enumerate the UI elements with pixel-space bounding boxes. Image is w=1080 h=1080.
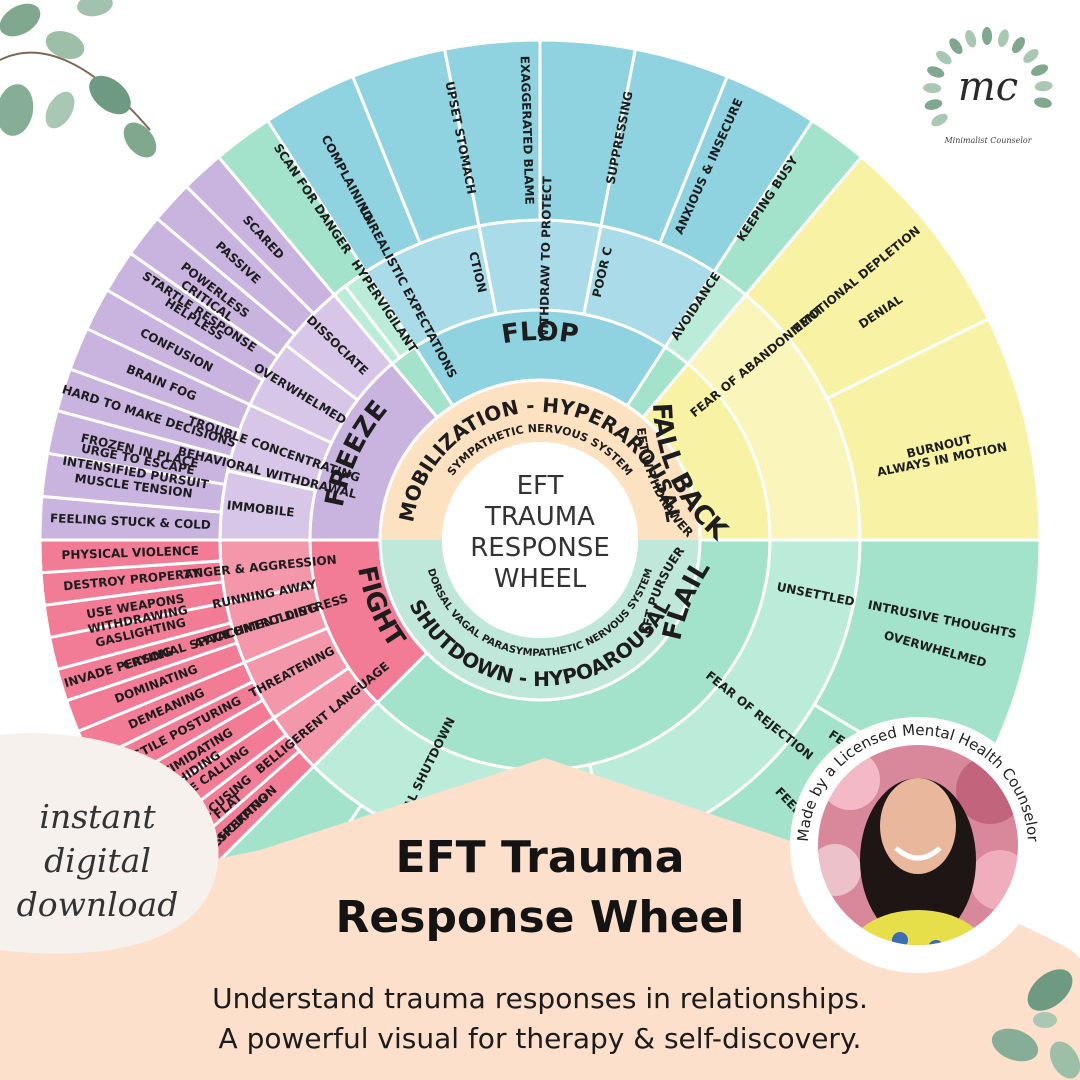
badge-line-1: instant [39, 797, 156, 836]
leaf-icon [998, 29, 1009, 47]
leaf-icon [1012, 37, 1025, 54]
flail-level3-label: EXAGGERATED BLAME [518, 56, 537, 205]
badge-line-3: download [16, 885, 179, 924]
center-title-line: WHEEL [494, 564, 587, 594]
center-title-line: EFT [517, 471, 564, 501]
leaf-icon [1027, 969, 1073, 1011]
leaf-icon [89, 75, 131, 115]
fight-level3-label: PHYSICAL VIOLENCE [61, 544, 199, 562]
fight-level3-segment [38, 538, 223, 575]
leaf-icon [123, 122, 157, 158]
leaf-icon [931, 113, 948, 127]
leaf-icon [77, 0, 113, 17]
leaf-icon [1031, 64, 1049, 76]
banner-title-line-1: EFT Trauma [395, 832, 685, 883]
leaf-icon [0, 84, 34, 136]
freeze-level3-segment [184, 154, 337, 316]
banner-title-line-2: Response Wheel [335, 892, 745, 943]
leaf-icon [1034, 81, 1053, 92]
leaf-icon [949, 38, 963, 55]
leaf-icon [965, 30, 977, 48]
logo-monogram: mc [958, 64, 1018, 110]
leaf-icon [45, 91, 75, 129]
leaf-icon [0, 3, 41, 37]
center-circle [442, 442, 638, 638]
leaf-icon [923, 83, 942, 94]
center-title-line: RESPONSE [470, 533, 610, 563]
instant-download-badge: instant digital download [10, 795, 185, 927]
leaf-icon [1049, 1041, 1080, 1079]
leaf-icon [1034, 97, 1052, 108]
logo-tagline: Minimalist Counselor [943, 136, 1032, 145]
leaf-icon [1033, 1012, 1057, 1028]
counselor-portrait: Made by a Licensed Mental Health Counsel… [790, 717, 1046, 973]
freeze-level3-label: FEELING STUCK & COLD [50, 511, 211, 532]
flop-level3-segment [657, 74, 815, 274]
eucalyptus-leaves-top-left [0, 0, 157, 158]
leaf-icon [991, 1028, 1039, 1062]
leaf-icon [927, 66, 945, 78]
wheel-rings [38, 38, 1042, 1042]
leaf-icon [1023, 49, 1039, 63]
shutdown-hypoarousal-band [380, 540, 700, 700]
eucalyptus-leaves-bottom-right [991, 969, 1080, 1079]
leaf-icon [936, 50, 952, 65]
leaf-icon [45, 30, 85, 60]
badge-line-2: digital [44, 841, 151, 880]
leaf-icon [982, 27, 993, 46]
category-flop-label: FLOP [500, 317, 581, 350]
mobilization-hyperarousal-band [380, 380, 700, 540]
instant-download-badge-background [0, 733, 219, 954]
center-title-line: TRAUMA [484, 502, 595, 532]
banner-subtitle-line-1: Understand trauma responses in relations… [212, 982, 868, 1015]
banner-subtitle-line-2: A powerful visual for therapy & self-dis… [218, 1022, 862, 1055]
leaf-icon [924, 99, 943, 110]
brand-logo: mc Minimalist Counselor [922, 26, 1054, 158]
title-banner-background [0, 758, 1080, 1080]
fallback-level2-label: WITHDRAW TO PROTECT [537, 175, 555, 342]
